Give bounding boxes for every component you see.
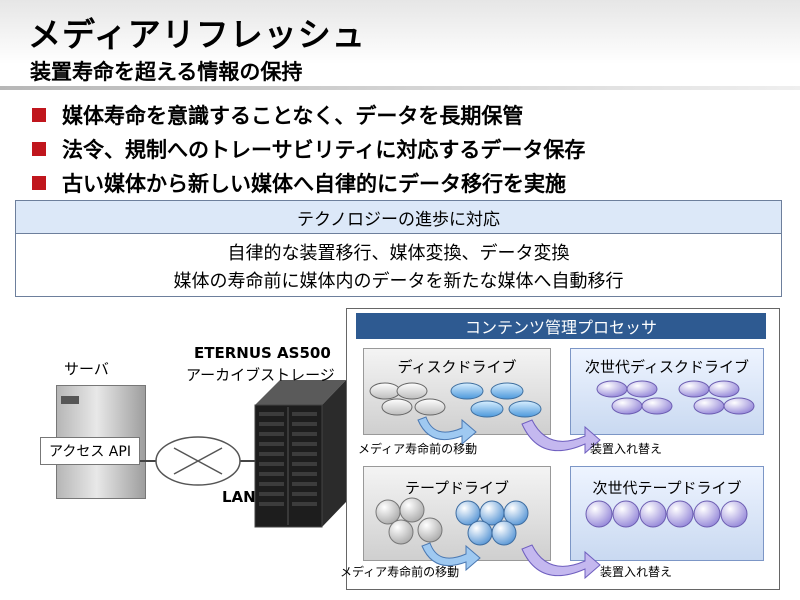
disk-drive-label: ディスクドライブ [397,358,517,376]
device-replace-note: 装置入れ替え [590,442,663,456]
next-disk-media [596,380,755,415]
bullet-text: 古い媒体から新しい媒体へ自律的にデータ移行を実施 [62,172,566,196]
eternus-name: ETERNUS AS500 [194,344,331,362]
bullet-item: 媒体寿命を意識することなく、データを長期保管 [32,98,792,132]
lan-label: LAN [222,488,256,506]
summary-line: 自律的な装置移行、媒体変換、データ変換 [227,243,570,264]
page-subtitle: 装置寿命を超える情報の保持 [30,60,303,84]
next-tape-drive-label: 次世代テープドライブ [592,479,742,497]
tape-media-gray [375,497,443,545]
access-api-box: アクセス API [40,437,140,465]
bullet-list: 媒体寿命を意識することなく、データを長期保管 法令、規制へのトレーサビリティに対… [32,98,792,200]
summary-box: テクノロジーの進歩に対応 自律的な装置移行、媒体変換、データ変換 媒体の寿命前に… [15,200,782,297]
bullet-square-icon [32,142,46,156]
content-manager-header: コンテンツ管理プロセッサ [356,313,766,339]
tape-drive-label: テープドライブ [404,479,510,497]
bullet-square-icon [32,176,46,190]
bullet-item: 古い媒体から新しい媒体へ自律的にデータ移行を実施 [32,166,792,200]
device-replace-note: 装置入れ替え [600,565,673,579]
media-move-note: メディア寿命前の移動 [340,565,460,579]
eternus-subtitle: アーカイブストレージ [186,366,335,384]
bullet-text: 法令、規制へのトレーサビリティに対応するデータ保存 [62,138,586,162]
bullet-item: 法令、規制へのトレーサビリティに対応するデータ保存 [32,132,792,166]
media-move-note: メディア寿命前の移動 [358,442,478,456]
disk-media-gray [369,382,446,416]
summary-heading: テクノロジーの進歩に対応 [16,201,781,234]
media-move-arrow [417,416,477,446]
page-title: メディアリフレッシュ [28,15,366,54]
eternus-rack-icon [254,380,346,528]
server-label: サーバ [64,360,109,378]
tape-media-blue [455,500,529,546]
next-tape-media [585,500,748,528]
device-replace-arrow [521,544,601,580]
device-replace-arrow [521,419,601,455]
media-move-arrow [421,542,481,572]
next-disk-drive-label: 次世代ディスクドライブ [585,358,749,376]
summary-line: 媒体の寿命前に媒体内のデータを新たな媒体へ自動移行 [173,271,624,292]
bullet-square-icon [32,108,46,122]
title-band [0,0,800,92]
disk-media-blue [450,382,542,418]
bullet-text: 媒体寿命を意識することなく、データを長期保管 [62,104,524,128]
title-divider [0,86,800,90]
